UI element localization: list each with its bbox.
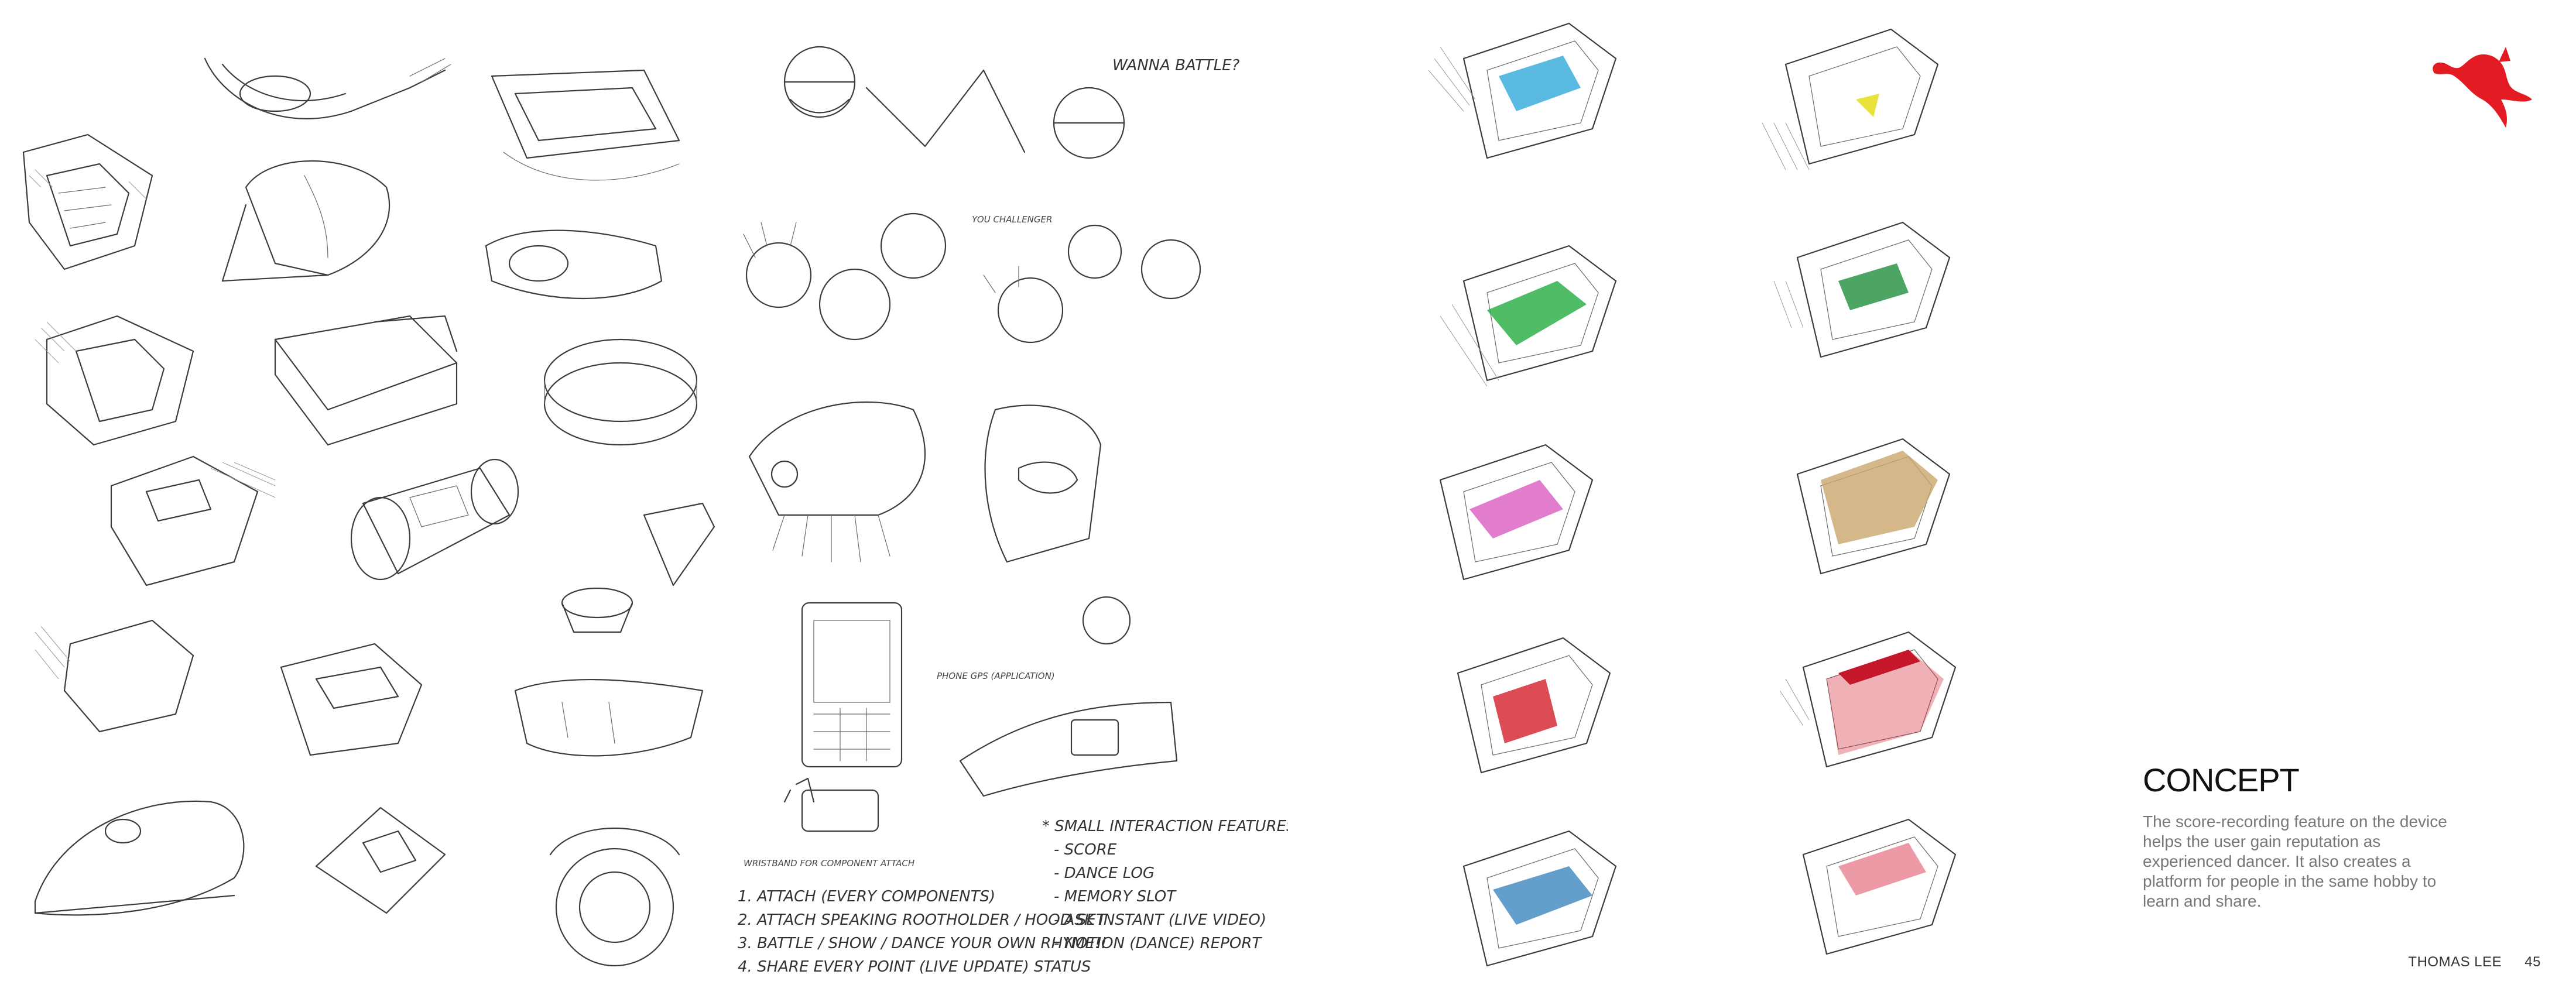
sketch-console <box>110 455 276 586</box>
concept-sketches: WANNA BATTLE? YOU CHALLENGER <box>22 46 1288 976</box>
page-footer: THOMAS LEE 45 <box>2408 954 2541 970</box>
sketch-hood <box>748 401 926 562</box>
note-step-4: 4. SHARE EVERY POINT (LIVE UPDATE) STATU… <box>738 958 1091 976</box>
sketch-spinning-top <box>561 502 715 633</box>
render-red-3 <box>1802 818 1957 955</box>
note-feature-3: - MEMORY SLOT <box>1054 888 1177 905</box>
render-gold <box>1796 438 1951 575</box>
sketch-phone <box>801 602 903 768</box>
sketch-visor <box>514 679 704 757</box>
sketch-wrist-3 <box>35 619 194 733</box>
sketch-small-device <box>783 777 879 832</box>
sketch-cap <box>221 160 390 282</box>
concept-title: CONCEPT <box>2143 761 2300 798</box>
sketch-mask <box>984 404 1102 563</box>
page-number: 45 <box>2524 954 2541 970</box>
concept-body: The score-recording feature on the devic… <box>2143 812 2447 910</box>
concept-renders-right <box>1288 0 2576 995</box>
sketch-headphone <box>549 828 680 967</box>
note-feature-5: - NOTION (DANCE) REPORT <box>1054 935 1262 952</box>
sketch-wrist-device-2 <box>35 315 194 446</box>
sketch-shoe <box>34 800 245 916</box>
note-feature-2: - DANCE LOG <box>1054 864 1155 882</box>
sketch-watch-device <box>22 133 153 270</box>
note-wristband: WRISTBAND FOR COMPONENT ATTACH <box>744 858 914 869</box>
render-magenta <box>1439 444 1594 581</box>
render-green-dark <box>1773 221 1951 358</box>
sketch-bracelet <box>543 338 698 446</box>
sketch-pad-device <box>280 643 423 756</box>
note-phone-gps: PHONE GPS (APPLICATION) <box>937 671 1055 681</box>
color-renderings <box>1428 22 1957 967</box>
render-blue-bottom <box>1462 830 1617 967</box>
sketch-sunglasses <box>485 229 663 300</box>
puma-cat-logo <box>2433 47 2532 128</box>
render-red-2 <box>1779 631 1957 768</box>
render-green <box>1440 245 1617 387</box>
render-red-1 <box>1457 637 1611 774</box>
note-feature-title: * SMALL INTERACTION FEATURES <box>1042 818 1288 835</box>
note-feature-4: - ASK INSTANT (LIVE VIDEO) <box>1054 911 1266 929</box>
note-step-1: 1. ATTACH (EVERY COMPONENTS) <box>738 888 995 905</box>
sketch-forearm-band <box>959 596 1178 797</box>
sketch-goggle-strap <box>204 57 451 119</box>
note-feature-1: - SCORE <box>1054 841 1117 859</box>
note-wanna-battle: WANNA BATTLE? <box>1112 57 1240 74</box>
concept-text-block: CONCEPT The score-recording feature on t… <box>2143 761 2471 911</box>
note-step-2: 2. ATTACH SPEAKING ROOTHOLDER / HOOD SET <box>738 911 1107 929</box>
author-name: THOMAS LEE <box>2408 954 2502 970</box>
sketch-board-left: WANNA BATTLE? YOU CHALLENGER <box>22 46 1288 976</box>
sketch-characters <box>743 46 1201 344</box>
note-step-3: 3. BATTLE / SHOW / DANCE YOUR OWN RHYME!… <box>738 935 1107 952</box>
sketch-pyramid-device <box>315 807 446 914</box>
note-you-challenger: YOU CHALLENGER <box>972 214 1052 225</box>
sketch-tube-device <box>350 458 519 581</box>
sketch-box-device <box>274 315 458 446</box>
render-yellow-top <box>1762 28 1939 170</box>
render-blue-top <box>1428 22 1617 159</box>
sketch-armband-1 <box>491 69 680 181</box>
